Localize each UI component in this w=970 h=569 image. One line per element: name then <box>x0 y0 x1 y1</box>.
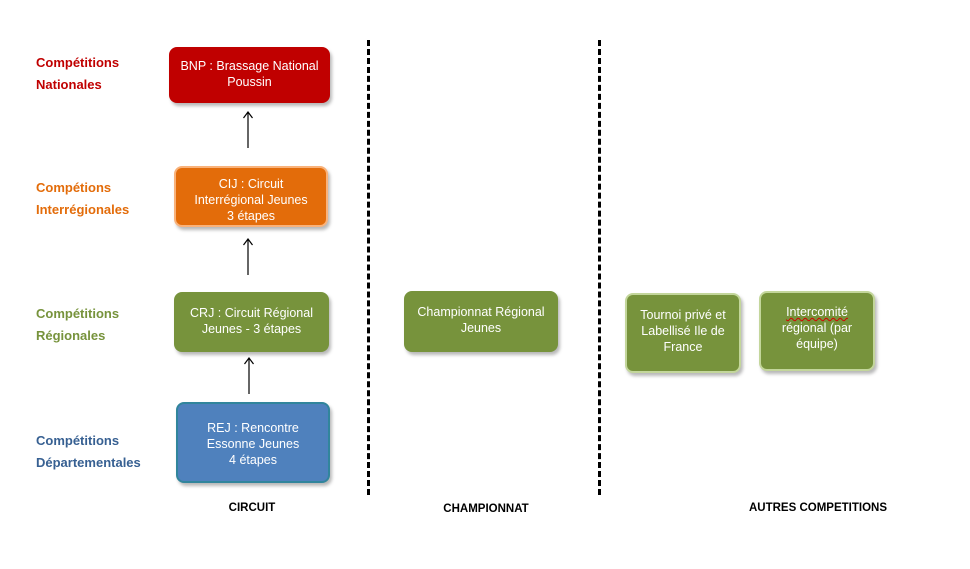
arrow-crj-to-cij <box>243 238 253 275</box>
column-title-circuit: CIRCUIT <box>228 502 276 514</box>
divider-championnat-autres <box>598 40 601 495</box>
column-title-autres: AUTRES COMPETITIONS <box>748 502 887 514</box>
box-bnp-text: BNP : Brassage National Poussin <box>180 59 319 89</box>
box-cij-text: CIJ : Circuit Interrégional Jeunes 3 éta… <box>194 177 308 223</box>
level-label-regionales: Compétitions Régionales <box>36 306 120 343</box>
box-cij: CIJ : Circuit Interrégional Jeunes 3 éta… <box>174 166 328 227</box>
box-championnat: Championnat Régional Jeunes <box>404 291 558 352</box>
box-rej-text: REJ : Rencontre Essonne Jeunes 4 étapes <box>206 421 300 467</box>
box-tournoi: Tournoi privé et Labellisé Ile de France <box>625 293 741 373</box>
box-crj: CRJ : Circuit Régional Jeunes - 3 étapes <box>174 292 329 352</box>
level-label-nationales: Compétitions Nationales <box>36 55 120 92</box>
box-intercomite: Intercomité régional (par équipe) <box>759 291 875 371</box>
box-bnp: BNP : Brassage National Poussin <box>169 47 330 103</box>
arrow-rej-to-crj <box>244 357 254 394</box>
level-label-interregionales: Compétions Interrégionales <box>36 180 130 217</box>
box-tournoi-text: Tournoi privé et Labellisé Ile de France <box>640 308 726 354</box>
box-intercomite-line1: Intercomité <box>786 305 848 319</box>
box-intercomite-rest: régional (par équipe) <box>781 321 853 351</box>
level-label-departementales: Compétitions Départementales <box>36 433 141 470</box>
box-rej: REJ : Rencontre Essonne Jeunes 4 étapes <box>176 402 330 483</box>
column-title-championnat: CHAMPIONNAT <box>443 503 529 515</box>
box-championnat-text: Championnat Régional Jeunes <box>417 305 545 335</box>
box-crj-text: CRJ : Circuit Régional Jeunes - 3 étapes <box>190 306 313 336</box>
arrow-cij-to-bnp <box>243 111 253 148</box>
divider-circuit-championnat <box>367 40 370 495</box>
